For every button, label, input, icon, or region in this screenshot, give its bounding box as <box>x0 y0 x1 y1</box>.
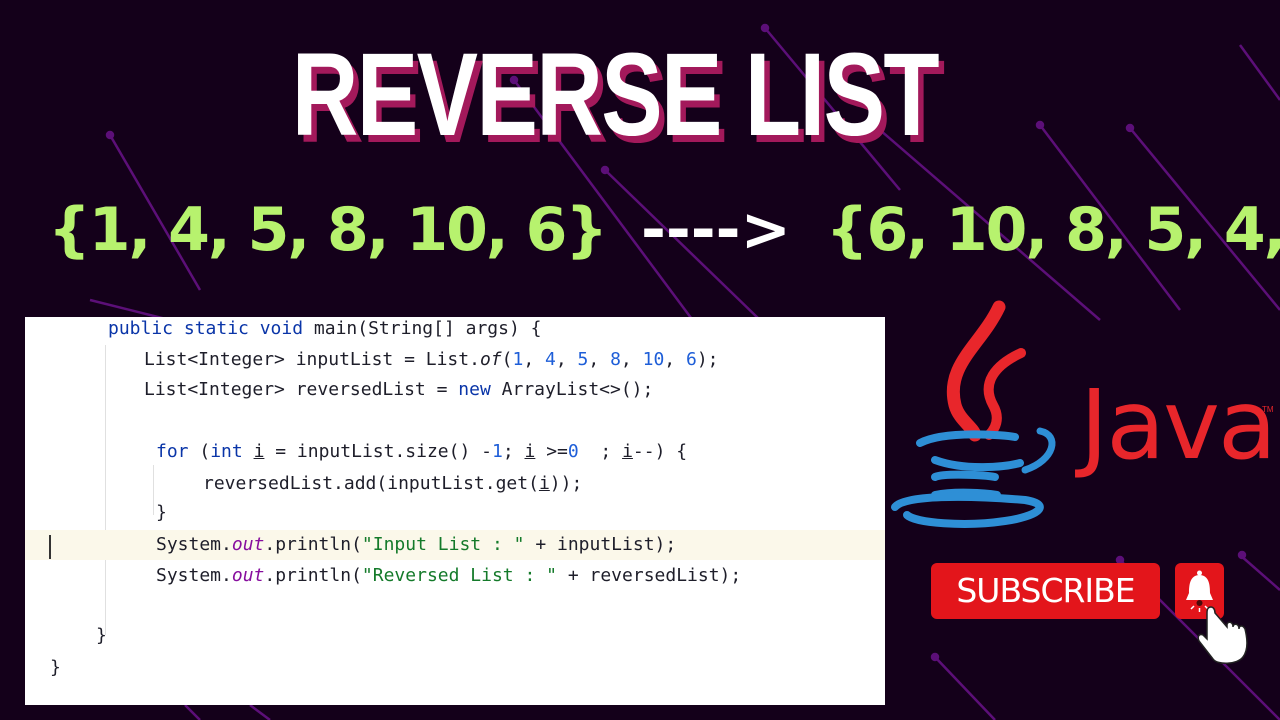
code-line: System.out.println("Reversed List : " + … <box>156 565 742 586</box>
code-line: reversedList.add(inputList.get(i)); <box>203 473 583 494</box>
arrow: ----> <box>640 195 791 265</box>
pointer-hand-icon <box>1197 606 1248 664</box>
indent-guide <box>105 345 106 635</box>
code-line: } <box>50 657 61 678</box>
code-line: public static void main(String[] args) { <box>108 318 542 339</box>
code-line: List<Integer> inputList = List.of(1, 4, … <box>144 349 719 370</box>
indent-guide <box>153 465 154 515</box>
code-editor: public static void main(String[] args) {… <box>25 317 885 705</box>
code-line-current: System.out.println("Input List : " + inp… <box>25 530 885 560</box>
code-line: for (int i = inputList.size() -1; i >=0 … <box>156 441 688 462</box>
code-line: } <box>156 502 167 523</box>
java-cup-icon <box>891 300 1056 528</box>
java-wordmark: Java <box>1080 369 1277 481</box>
video-title: REVERSE LIST <box>291 29 940 161</box>
transform-example: {1, 4, 5, 8, 10, 6} ----> {6, 10, 8, 5, … <box>48 190 1280 270</box>
notification-bell-button[interactable] <box>1175 563 1224 619</box>
subscribe-button[interactable]: SUBSCRIBE <box>931 563 1160 619</box>
code-line: } <box>96 625 107 646</box>
input-list: {1, 4, 5, 8, 10, 6} <box>48 195 608 265</box>
trademark: TM <box>1262 405 1274 414</box>
text-caret <box>49 535 51 559</box>
code-line: List<Integer> reversedList = new ArrayLi… <box>144 379 654 400</box>
output-list: {6, 10, 8, 5, 4, 1} <box>825 195 1280 265</box>
